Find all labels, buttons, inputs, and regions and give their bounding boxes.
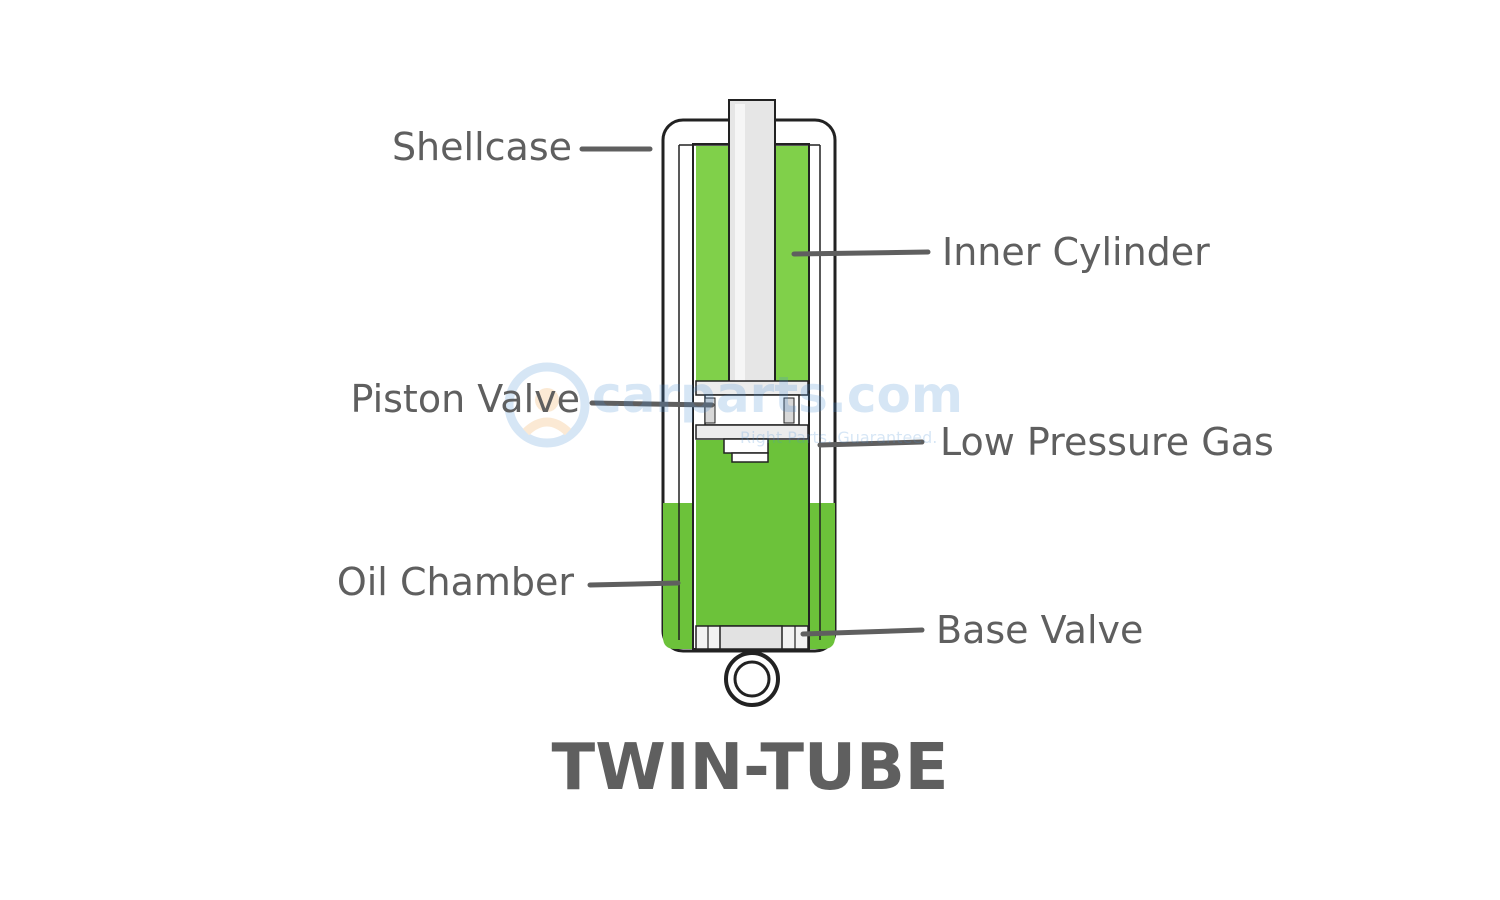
label-piston-valve: Piston Valve — [350, 377, 580, 421]
label-oil-chamber: Oil Chamber — [336, 560, 574, 604]
piston-valve-lower-plate — [695, 424, 809, 440]
piston-rod-highlight — [735, 104, 745, 382]
piston-valve-nut-end — [731, 452, 769, 463]
base-valve-core — [719, 625, 783, 650]
label-base-valve: Base Valve — [936, 608, 1144, 652]
base-valve-leader — [800, 627, 925, 637]
low-pressure-gas-leader — [817, 439, 925, 448]
inner-cylinder-leader — [791, 249, 931, 257]
piston-valve-leader — [589, 400, 715, 408]
piston-valve-port-right — [783, 397, 795, 424]
piston-valve-upper-plate — [695, 380, 809, 396]
oil-chamber-leader — [587, 580, 681, 588]
label-shellcase: Shellcase — [391, 125, 572, 169]
diagram-title: TWIN-TUBE — [551, 731, 949, 805]
oil-reservoir-fill — [663, 503, 693, 649]
mounting-eye-inner — [733, 660, 771, 698]
oil-reservoir-fill-right — [808, 503, 835, 649]
lower-oil-fill — [696, 440, 808, 626]
piston-valve-body — [704, 394, 800, 426]
label-low-pressure-gas: Low Pressure Gas — [940, 420, 1274, 464]
piston-valve-nut — [723, 438, 769, 454]
label-inner-cylinder: Inner Cylinder — [942, 230, 1210, 274]
piston-valve-port-left — [704, 397, 716, 424]
